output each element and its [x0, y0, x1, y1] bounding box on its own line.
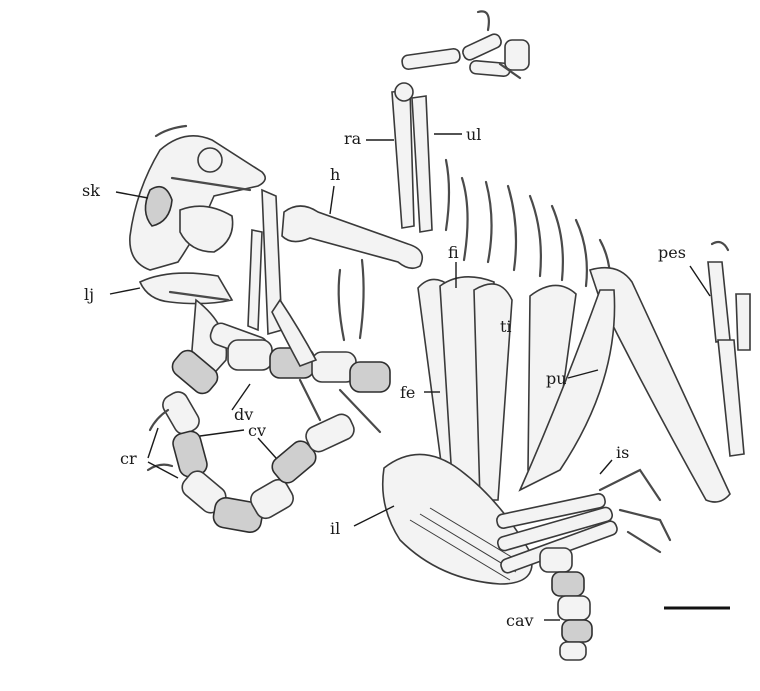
pes-bones — [707, 240, 751, 457]
label-cv: cv — [248, 421, 266, 440]
caudal-vertebrae — [539, 547, 593, 661]
dorsal-vertebrae — [227, 339, 391, 434]
manus-bones — [401, 10, 530, 80]
ribs — [337, 158, 612, 342]
label-il: il — [330, 519, 340, 538]
label-fe: fe — [400, 383, 415, 402]
label-h: h — [330, 165, 340, 184]
label-is: is — [616, 443, 629, 462]
ilium — [381, 453, 533, 585]
label-ti: ti — [500, 317, 512, 336]
label-sk: sk — [82, 181, 100, 200]
humerus — [281, 205, 424, 270]
label-pu: pu — [546, 369, 567, 388]
leader-lines — [109, 133, 711, 621]
label-lj: lj — [84, 285, 94, 304]
label-dv: dv — [234, 405, 253, 424]
radius-ulna — [391, 82, 433, 233]
ischium-foot — [496, 468, 672, 574]
skull — [129, 124, 266, 271]
label-fi: fi — [448, 243, 459, 262]
label-cav: cav — [506, 611, 534, 630]
cervical-vertebrae — [146, 298, 355, 533]
label-cr: cr — [120, 449, 137, 468]
labels: sk lj ra ul h fi ti pes pu fe dv cv cr i… — [82, 125, 686, 630]
label-pes: pes — [658, 243, 686, 262]
label-ra: ra — [344, 129, 362, 148]
lower-jaw — [138, 272, 234, 305]
pectoral-girdle — [247, 188, 318, 367]
pubis — [518, 266, 731, 503]
label-ul: ul — [466, 125, 481, 144]
